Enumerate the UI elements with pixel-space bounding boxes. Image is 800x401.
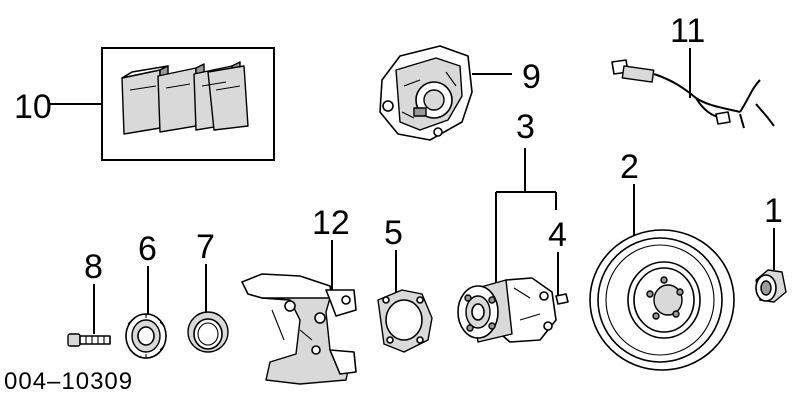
part-4-bolt (555, 293, 569, 305)
callout-4: 4 (548, 216, 567, 254)
part-9-brake-caliper (379, 45, 473, 141)
callout-12: 12 (312, 204, 350, 242)
callout-1: 1 (764, 192, 783, 230)
callout-7: 7 (196, 228, 215, 266)
part-7-seal (187, 311, 229, 353)
part-8-bolt (67, 333, 111, 347)
callout-9: 9 (522, 58, 541, 96)
part-11-wear-sensor (611, 59, 775, 129)
part-3-hub-bearing (457, 277, 557, 343)
callout-3: 3 (516, 108, 535, 146)
part-6-tone-ring (125, 313, 167, 359)
callout-5: 5 (384, 214, 403, 252)
callout-10: 10 (14, 88, 52, 126)
callout-8: 8 (84, 248, 103, 286)
part-1-hub-nut (755, 269, 787, 303)
callout-6: 6 (138, 230, 157, 268)
part-5-shield-plate (377, 289, 433, 353)
callout-11: 11 (670, 12, 705, 50)
callout-2: 2 (620, 148, 639, 186)
part-10-brake-pads (101, 47, 275, 161)
part-2-brake-rotor (589, 229, 735, 371)
figure-code: 004–10309 (4, 368, 133, 395)
part-12-steering-knuckle (241, 273, 357, 385)
